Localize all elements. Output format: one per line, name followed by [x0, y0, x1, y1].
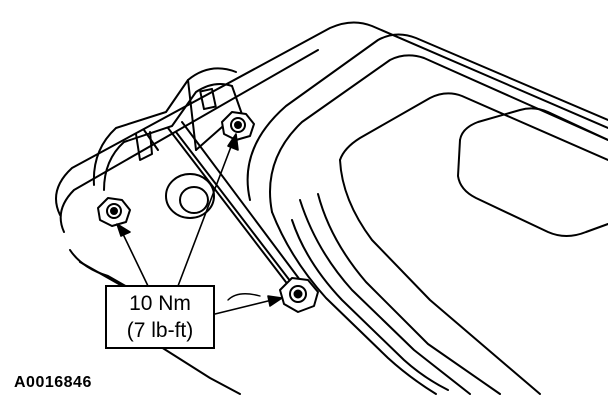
wire-loop: [227, 293, 261, 301]
window-outline: [246, 33, 608, 395]
bolt-icon: [221, 111, 255, 141]
torque-imperial-label: (7 lb-ft): [126, 319, 194, 342]
torque-callout-box: 10 Nm (7 lb-ft): [105, 285, 215, 349]
bolt-icon: [279, 277, 319, 313]
inner-panel: [457, 107, 608, 237]
arrow-icon: [177, 133, 239, 287]
bolt-icon: [97, 197, 131, 227]
arrow-icon: [116, 223, 149, 287]
boss: [165, 173, 215, 219]
figure-id-label: A0016846: [14, 374, 92, 391]
arrow-icon: [214, 295, 283, 315]
strut: [167, 121, 301, 291]
housing-outline: [55, 21, 608, 395]
torque-metric-label: 10 Nm: [129, 292, 191, 315]
